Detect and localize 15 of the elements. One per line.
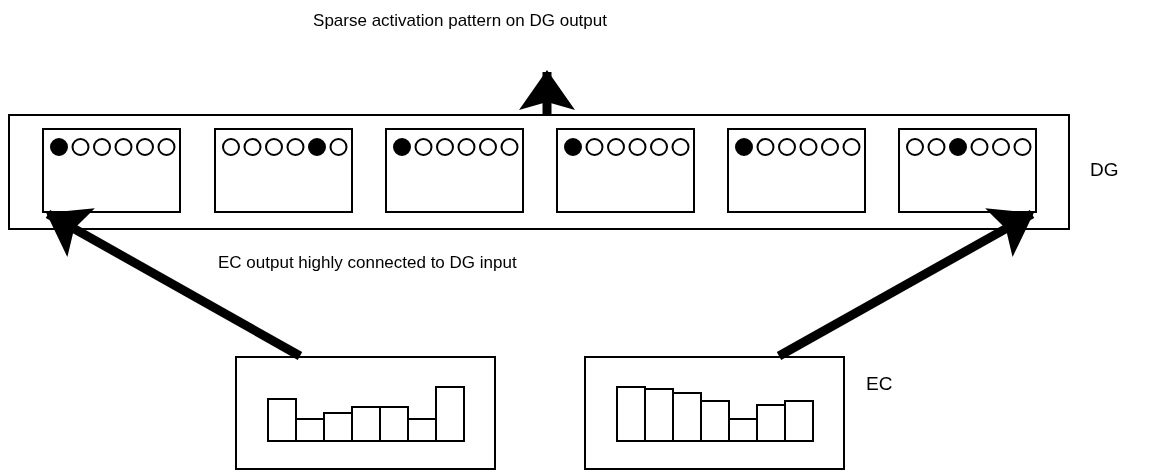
caption-text: EC output highly connected to DG input [218,252,517,274]
ec-layer-box [235,356,496,470]
dg-module-box [898,128,1037,213]
arrow [519,70,575,114]
dg-module-box [556,128,695,213]
dg-module-box [727,128,866,213]
arrow [776,208,1035,360]
dg-module-box [214,128,353,213]
layer-label: DG [1090,160,1119,179]
dg-module-box [42,128,181,213]
dg-layer-box [8,114,1070,230]
layer-label: EC [866,374,893,393]
ec-layer-box [584,356,845,470]
arrow [45,208,303,360]
dg-module-box [385,128,524,213]
